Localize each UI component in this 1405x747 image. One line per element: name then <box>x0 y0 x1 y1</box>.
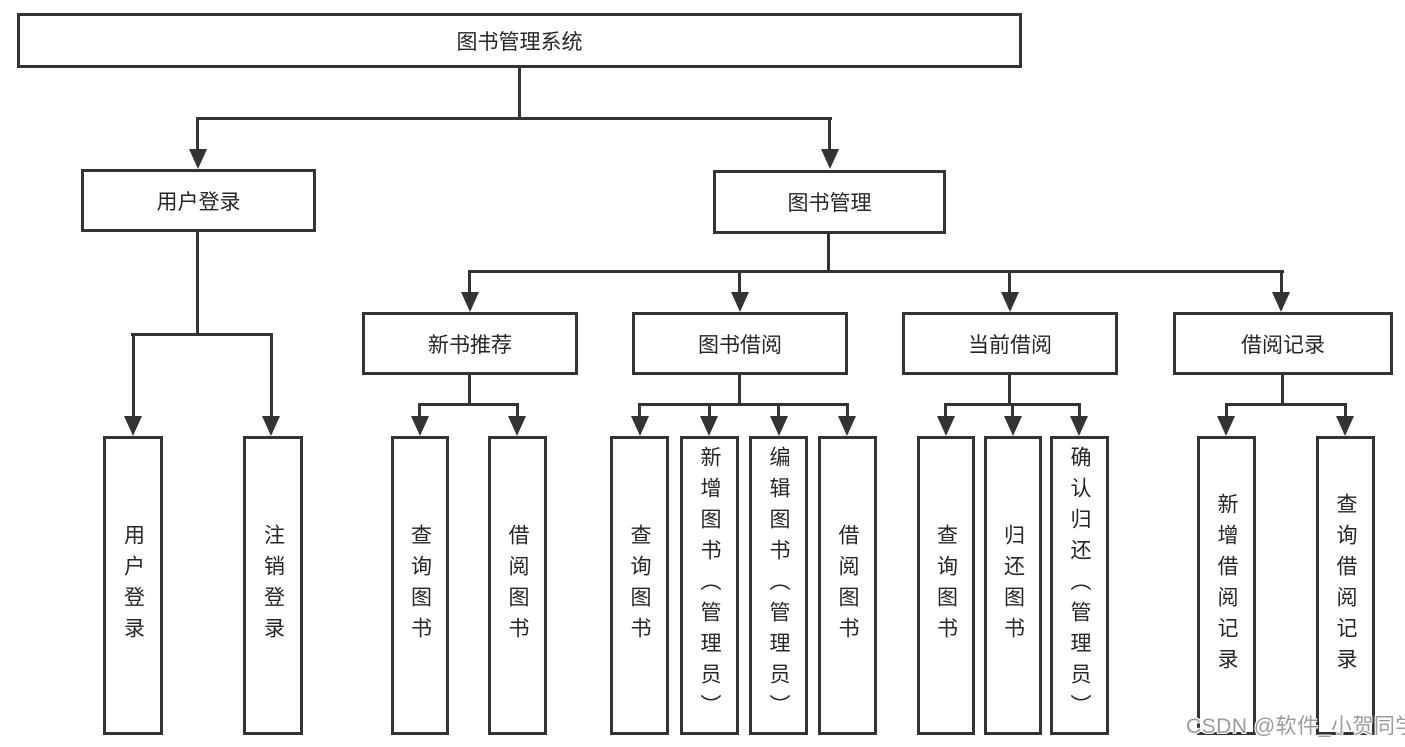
leaf-query-borrow-record: 查询借阅记录 <box>1316 436 1375 735</box>
connector-line <box>827 234 830 272</box>
connector-line <box>708 403 711 417</box>
watermark: CSDN @软件_小贺同学 <box>1186 715 1405 738</box>
leaf-query-book: 查询图书 <box>391 436 449 735</box>
connector-line <box>418 403 421 417</box>
connector-line <box>1008 270 1011 294</box>
connector-line <box>846 403 849 417</box>
arrow-down-icon <box>1336 416 1354 436</box>
connector-line <box>1008 375 1011 406</box>
leaf-borrow-book: 借阅图书 <box>488 436 547 735</box>
node-current-borrow: 当前借阅 <box>902 312 1118 375</box>
node-user-login: 用户登录 <box>81 169 316 232</box>
connector-line <box>738 375 741 406</box>
node-library-system: 图书管理系统 <box>17 13 1022 68</box>
connector-line <box>1078 403 1081 417</box>
connector-line <box>131 333 273 336</box>
arrow-down-icon <box>262 416 280 436</box>
connector-line <box>1225 403 1228 417</box>
connector-line <box>1280 270 1283 294</box>
leaf-user-login: 用户登录 <box>103 436 163 735</box>
connector-line <box>1225 403 1347 406</box>
connector-line <box>196 232 199 336</box>
leaf-query-book-3: 查询图书 <box>917 436 975 735</box>
connector-line <box>468 375 471 406</box>
arrow-down-icon <box>124 416 142 436</box>
arrow-down-icon <box>1272 292 1290 312</box>
leaf-logout: 注销登录 <box>243 436 303 735</box>
arrow-down-icon <box>937 416 955 436</box>
connector-line <box>777 403 780 417</box>
arrow-down-icon <box>189 149 207 169</box>
arrow-down-icon <box>631 416 649 436</box>
node-book-borrow: 图书借阅 <box>632 312 848 375</box>
leaf-query-book-2: 查询图书 <box>610 436 669 735</box>
connector-line <box>828 117 831 151</box>
connector-line <box>1011 403 1014 417</box>
connector-line <box>518 68 521 119</box>
arrow-down-icon <box>770 416 788 436</box>
connector-line <box>1344 403 1347 417</box>
connector-line <box>468 270 471 294</box>
node-book-management: 图书管理 <box>713 170 946 234</box>
arrow-down-icon <box>461 292 479 312</box>
leaf-edit-book-admin: 编辑图书（管理员） <box>749 436 808 735</box>
connector-line <box>638 403 849 406</box>
connector-line <box>270 333 273 417</box>
connector-line <box>638 403 641 417</box>
connector-line <box>944 403 947 417</box>
connector-line <box>468 270 1284 273</box>
leaf-borrow-book-2: 借阅图书 <box>818 436 877 735</box>
arrow-down-icon <box>1217 416 1235 436</box>
connector-line <box>738 270 741 294</box>
connector-line <box>132 333 135 417</box>
arrow-down-icon <box>700 416 718 436</box>
connector-line <box>196 117 832 120</box>
node-borrow-records: 借阅记录 <box>1173 312 1393 375</box>
arrow-down-icon <box>1001 292 1019 312</box>
arrow-down-icon <box>838 416 856 436</box>
arrow-down-icon <box>411 416 429 436</box>
leaf-confirm-return-admin: 确认归还（管理员） <box>1050 436 1109 735</box>
arrow-down-icon <box>1070 416 1088 436</box>
connector-line <box>516 403 519 417</box>
node-new-book-recommend: 新书推荐 <box>362 312 578 375</box>
leaf-return-book: 归还图书 <box>984 436 1042 735</box>
leaf-add-book-admin: 新增图书（管理员） <box>680 436 739 735</box>
arrow-down-icon <box>508 416 526 436</box>
arrow-down-icon <box>1004 416 1022 436</box>
leaf-add-borrow-record: 新增借阅记录 <box>1197 436 1256 735</box>
connector-line <box>196 117 199 151</box>
arrow-down-icon <box>821 149 839 169</box>
connector-line <box>419 403 519 406</box>
connector-line <box>1281 375 1284 406</box>
arrow-down-icon <box>731 292 749 312</box>
